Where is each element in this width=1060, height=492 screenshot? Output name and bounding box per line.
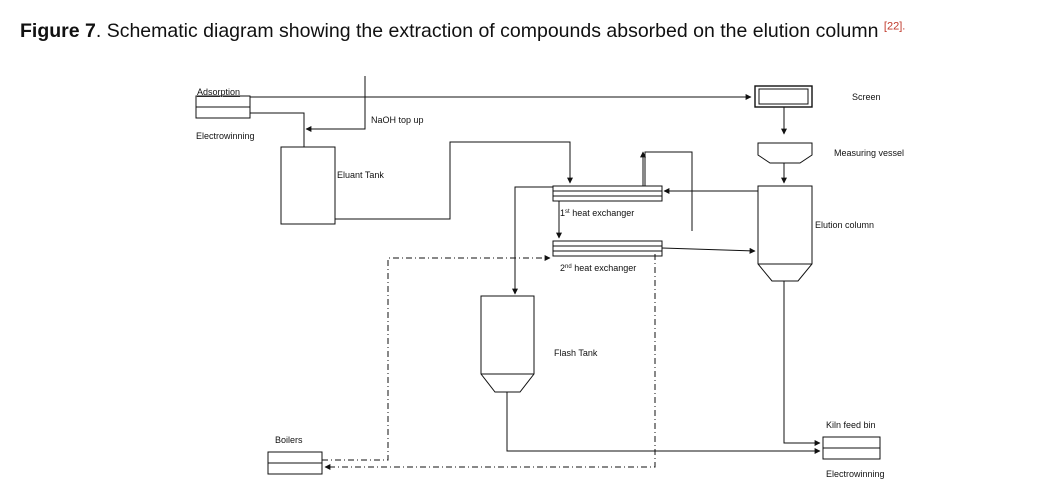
label-kiln-feed-bin: Kiln feed bin xyxy=(826,420,876,430)
label-flash-tank: Flash Tank xyxy=(554,348,598,358)
measuring-vessel xyxy=(757,142,813,164)
label-measuring-vessel: Measuring vessel xyxy=(834,148,904,158)
heat-exchanger-2 xyxy=(552,240,663,257)
figure-caption: Figure 7. Schematic diagram showing the … xyxy=(20,20,905,43)
label-heat-exchanger-1: 1st heat exchanger xyxy=(560,208,634,218)
utility-lines xyxy=(322,254,656,470)
caption-text: Schematic diagram showing the extraction… xyxy=(101,20,884,42)
screen-inner xyxy=(758,88,809,105)
flash-tank xyxy=(480,295,535,393)
caption-reference: [22]. xyxy=(883,20,906,33)
figure-label: Figure 7 xyxy=(20,20,96,42)
label-naoh-top-up: NaOH top up xyxy=(371,115,424,125)
label-adsorption: Adsorption xyxy=(197,87,240,97)
caption-separator: . xyxy=(95,20,102,42)
heat-exchanger-1 xyxy=(552,185,663,202)
process-flow-lines xyxy=(250,76,821,454)
label-boilers: Boilers xyxy=(275,435,303,445)
eluant-tank xyxy=(280,146,336,225)
label-elution-column: Elution column xyxy=(815,220,874,230)
label-electrowinning-out: Electrowinning xyxy=(826,469,885,479)
label-electrowinning-in: Electrowinning xyxy=(196,131,255,141)
label-eluant-tank: Eluant Tank xyxy=(337,170,384,180)
elution-column xyxy=(757,185,813,282)
label-screen: Screen xyxy=(852,92,881,102)
label-heat-exchanger-2: 2nd heat exchanger xyxy=(560,263,636,273)
